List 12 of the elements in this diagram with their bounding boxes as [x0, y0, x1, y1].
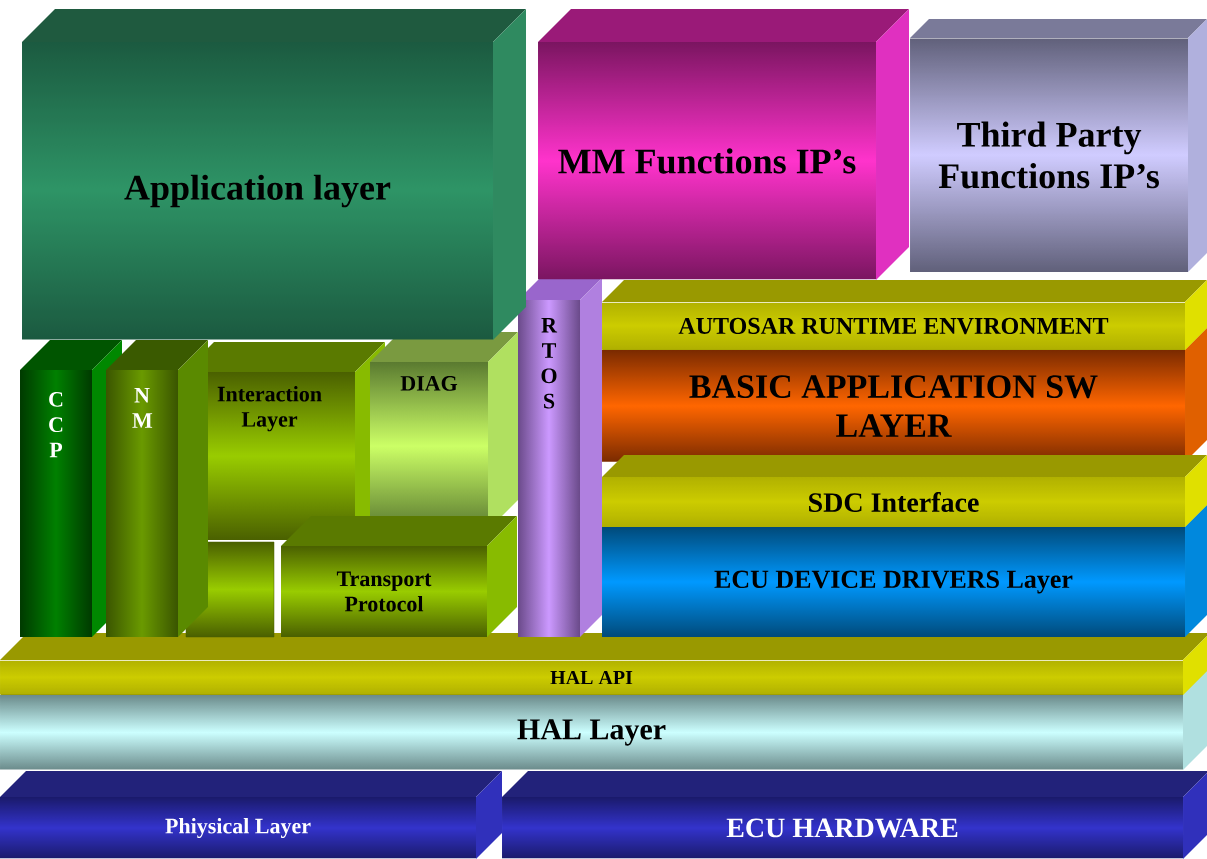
layer-box: Application layer	[22, 9, 526, 340]
layer-box: MM Functions IP’s	[538, 9, 909, 280]
layer-box: Phiysical Layer	[0, 771, 502, 859]
layer-box: ECU HARDWARE	[502, 771, 1207, 859]
layer-box: R T O S	[518, 278, 602, 637]
layer-box: HAL API	[0, 633, 1207, 695]
layer-box: DIAG	[370, 332, 518, 530]
layer-box: Transport Protocol	[281, 516, 517, 637]
layer-box: Third Party Functions IP’s	[910, 19, 1207, 272]
layer-box: AUTOSAR RUNTIME ENVIRONMENT	[602, 280, 1207, 350]
layer-box: N M	[106, 340, 208, 637]
layer-box: SDC Interface	[602, 455, 1207, 527]
